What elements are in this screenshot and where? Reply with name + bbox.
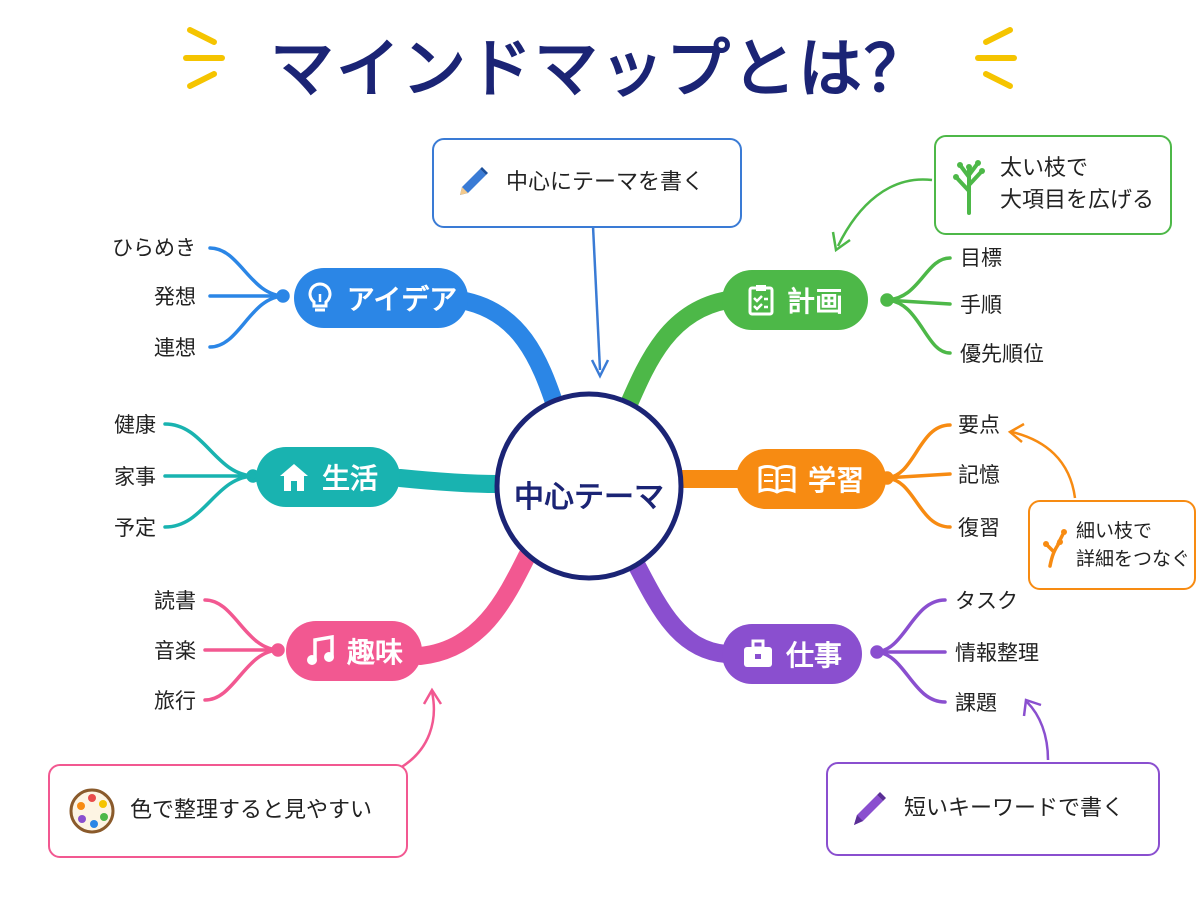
- leaf-plan-2: 手順: [960, 293, 1002, 317]
- arrow-thin-branch: [1007, 422, 1077, 499]
- arrow-thick-branch: [831, 178, 933, 253]
- callout-color-note: 色で整理すると見やすい: [48, 764, 408, 858]
- leaf-plan-1: 目標: [960, 246, 1002, 270]
- node-work-label: 仕事: [785, 639, 842, 672]
- callout-thin-branch-line2: 詳細をつなぐ: [1076, 548, 1191, 570]
- leaf-life-3: 予定: [114, 516, 156, 540]
- open-book-icon: [758, 464, 796, 494]
- twigs-idea: [208, 246, 290, 349]
- leaf-idea-1: ひらめき: [112, 236, 196, 260]
- callout-thick-branch-line1: 太い枝で: [1000, 156, 1089, 181]
- branch-idea: [451, 291, 565, 417]
- leaf-study-2: 記憶: [958, 463, 1000, 487]
- branch-hobby: [411, 547, 536, 665]
- leaf-study-1: 要点: [958, 413, 1000, 437]
- leaf-study-3: 復習: [958, 516, 1000, 540]
- branch-work: [627, 555, 735, 663]
- arrow-keyword-note: [1022, 698, 1050, 761]
- node-study-label: 学習: [807, 464, 864, 497]
- leaf-work-2: 情報整理: [955, 641, 1039, 665]
- callout-keyword-note-text: 短いキーワードで書く: [904, 796, 1125, 821]
- node-idea-label: アイデア: [346, 283, 458, 316]
- callout-thin-branch: 細い枝で 詳細をつなぐ: [1028, 500, 1196, 590]
- branch-icon: [950, 155, 988, 215]
- arrow-color-note: [399, 687, 443, 770]
- node-life[interactable]: 生活: [256, 447, 400, 507]
- callout-center-note: 中心にテーマを書く: [432, 138, 742, 228]
- node-life-label: 生活: [321, 462, 378, 495]
- house-icon: [278, 462, 310, 492]
- callout-keyword-note: 短いキーワードで書く: [826, 762, 1160, 856]
- node-hobby-label: 趣味: [346, 636, 403, 669]
- page-title: マインドマップとは？: [270, 33, 930, 107]
- branch-life: [391, 469, 507, 493]
- pen-icon: [846, 787, 890, 831]
- twigs-plan: [880, 256, 952, 355]
- palette-icon: [68, 787, 116, 835]
- leaf-hobby-3: 旅行: [154, 689, 196, 713]
- twigs-hobby: [203, 598, 285, 702]
- twigs-study: [880, 423, 952, 529]
- leaf-hobby-2: 音楽: [154, 639, 196, 663]
- twigs-life: [163, 422, 260, 529]
- callout-color-note-text: 色で整理すると見やすい: [130, 798, 373, 823]
- callout-center-note-text: 中心にテーマを書く: [506, 170, 705, 195]
- branch-plan: [619, 291, 737, 415]
- briefcase-icon: [742, 639, 774, 669]
- node-study[interactable]: 学習: [736, 449, 886, 509]
- clipboard-check-icon: [747, 284, 775, 316]
- center-theme-label: 中心テーマ: [514, 480, 664, 515]
- sparkle-right-icon: [975, 27, 1017, 89]
- callout-thick-branch: 太い枝で 大項目を広げる: [934, 135, 1172, 235]
- pencil-icon: [452, 163, 492, 203]
- node-plan-label: 計画: [786, 285, 843, 318]
- leaf-idea-2: 発想: [154, 285, 196, 309]
- arrow-center-note: [590, 225, 610, 379]
- sparkle-left-icon: [183, 27, 225, 89]
- leaf-idea-3: 連想: [154, 336, 196, 360]
- leaf-work-1: タスク: [955, 589, 1018, 613]
- node-plan[interactable]: 計画: [722, 270, 868, 330]
- leaf-life-1: 健康: [114, 413, 156, 437]
- node-hobby[interactable]: 趣味: [286, 621, 422, 681]
- callout-thick-branch-line2: 大項目を広げる: [1000, 188, 1155, 213]
- twigs-work: [870, 598, 947, 704]
- twig-icon: [1042, 522, 1068, 568]
- center-circle: [494, 391, 684, 581]
- leaf-plan-3: 優先順位: [960, 342, 1044, 366]
- music-note-icon: [305, 635, 335, 667]
- leaf-work-3: 課題: [955, 691, 997, 715]
- lightbulb-icon: [305, 282, 335, 314]
- node-idea[interactable]: アイデア: [294, 268, 468, 328]
- leaf-hobby-1: 読書: [154, 589, 196, 613]
- node-work[interactable]: 仕事: [722, 624, 862, 684]
- leaf-life-2: 家事: [114, 465, 156, 489]
- callout-thin-branch-line1: 細い枝で: [1076, 520, 1153, 542]
